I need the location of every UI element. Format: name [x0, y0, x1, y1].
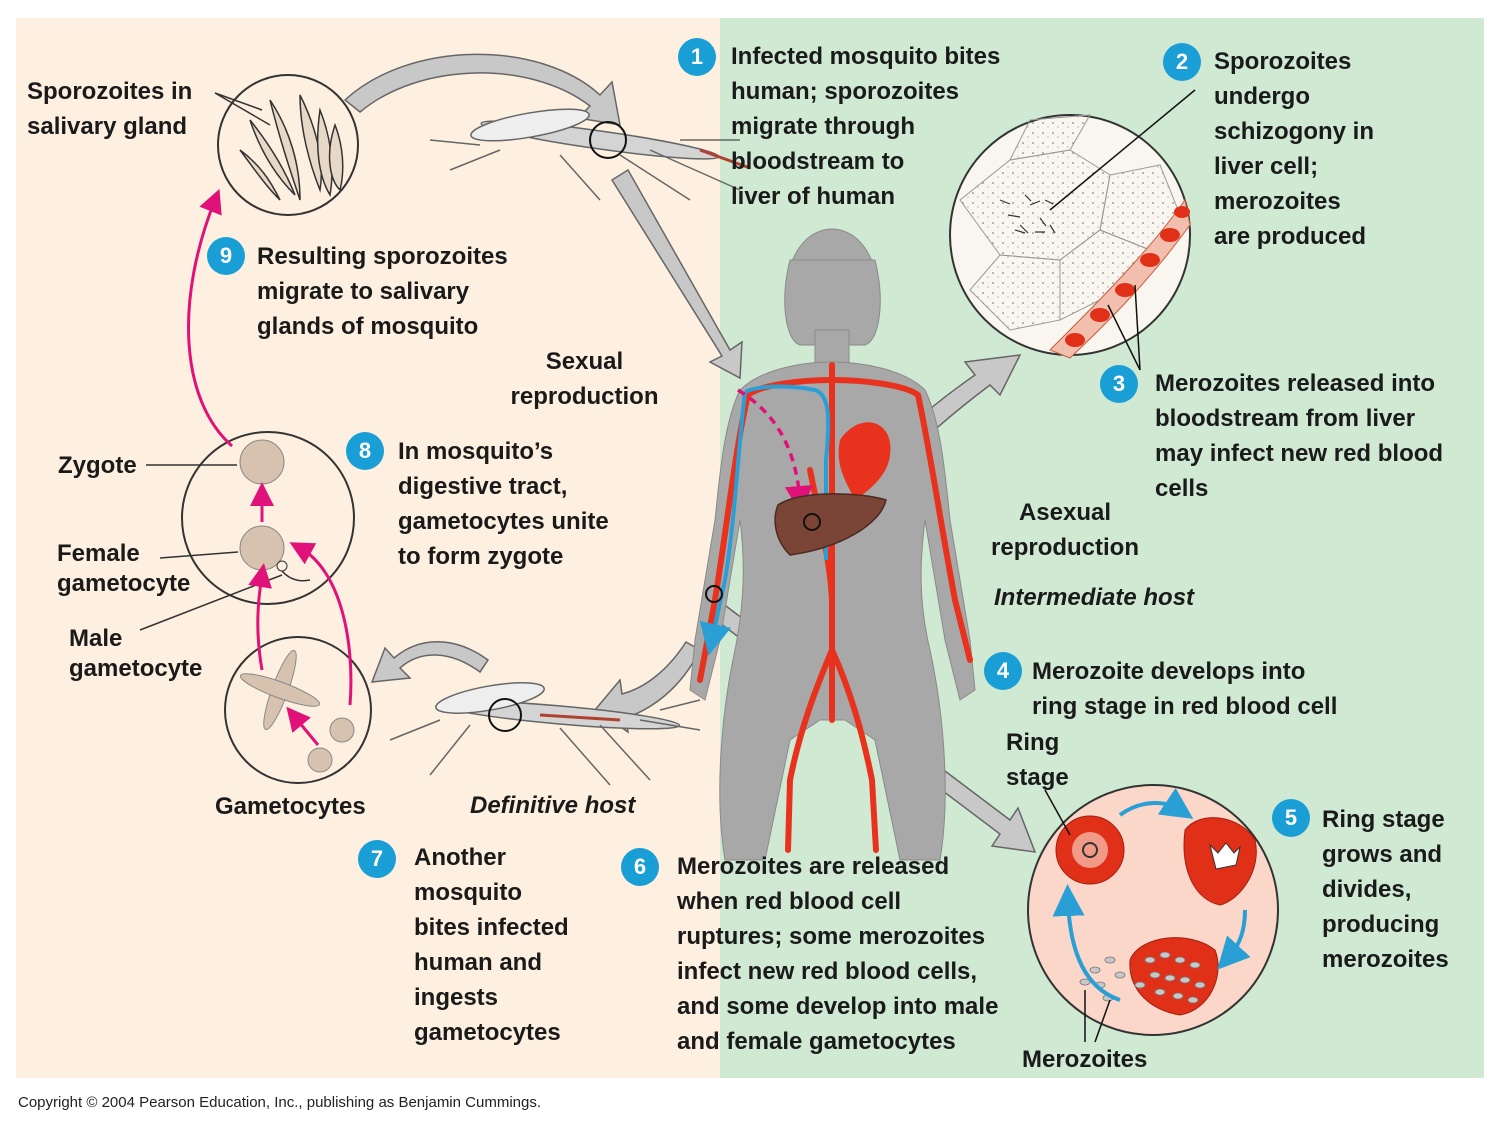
- gametocytes-label: Gametocytes: [215, 793, 366, 820]
- merozoites-label: Merozoites: [1022, 1046, 1148, 1073]
- step-1-badge: 1: [678, 38, 716, 76]
- gland-to-mosquito-arrow: [343, 53, 621, 126]
- salivary-gland-circle: [217, 74, 359, 216]
- step-5-badge: 5: [1272, 799, 1310, 837]
- mosquito-top: [429, 108, 751, 201]
- liver: [774, 493, 887, 556]
- step-9-badge: 9: [207, 237, 245, 275]
- step-3-text: Merozoites released into bloodstream fro…: [1155, 370, 1444, 502]
- mosquito-bottom: [389, 682, 701, 786]
- male-gametocyte-label: Male gametocyte: [69, 625, 203, 682]
- step-7-badge: 7: [358, 840, 396, 878]
- liver-cell-circle: [949, 89, 1196, 371]
- mosquito-to-gametocytes-arrow: [370, 641, 490, 683]
- step-6-text: Merozoites are released when red blood c…: [677, 853, 999, 1055]
- rbc-cycle-circle: [1027, 784, 1279, 1043]
- zygote-to-gland-arrow: [187, 188, 233, 448]
- veins: [699, 384, 831, 656]
- gametocytes-circle: [224, 542, 372, 784]
- step-7-text: Another mosquito bites infected human an…: [414, 844, 569, 1046]
- step-4-badge: 4: [984, 652, 1022, 690]
- step-4-text: Merozoite develops into ring stage in re…: [1032, 658, 1338, 720]
- step-5-text: Ring stage grows and divides, producing …: [1322, 806, 1449, 973]
- step-2-badge: 2: [1163, 43, 1201, 81]
- step-8-badge: 8: [346, 432, 384, 470]
- sexual-reproduction-label: Sexual reproduction: [510, 348, 659, 410]
- step-8-text: In mosquito’s digestive tract, gametocyt…: [398, 438, 609, 570]
- liver-focus-circle: [803, 513, 821, 531]
- zygote-label: Zygote: [58, 452, 137, 479]
- step-3-badge: 3: [1100, 365, 1138, 403]
- zygote-circle: [139, 431, 355, 631]
- definitive-host-label: Definitive host: [470, 792, 636, 819]
- asexual-reproduction-label: Asexual reproduction: [991, 499, 1139, 561]
- copyright-notice: Copyright © 2004 Pearson Education, Inc.…: [18, 1094, 542, 1111]
- step-9-text: Resulting sporozoites migrate to salivar…: [257, 243, 508, 340]
- step-6-badge: 6: [621, 848, 659, 886]
- step-1-text: Infected mosquito bites human; sporozoit…: [731, 43, 1001, 210]
- blood-focus-circle: [705, 585, 723, 603]
- infection-path: [737, 388, 813, 514]
- heart: [838, 422, 891, 500]
- ring-stage-label: Ring stage: [1006, 729, 1069, 791]
- sexual-reproduction-region: [16, 18, 720, 1078]
- step-2-text: Sporozoites undergo schizogony in liver …: [1214, 48, 1375, 250]
- sporozoites-gland-label: Sporozoites in salivary gland: [27, 78, 193, 140]
- intermediate-host-label: Intermediate host: [994, 584, 1195, 611]
- mosquito-to-human-arrow: [610, 168, 743, 380]
- female-gametocyte-label: Female gametocyte: [57, 540, 191, 597]
